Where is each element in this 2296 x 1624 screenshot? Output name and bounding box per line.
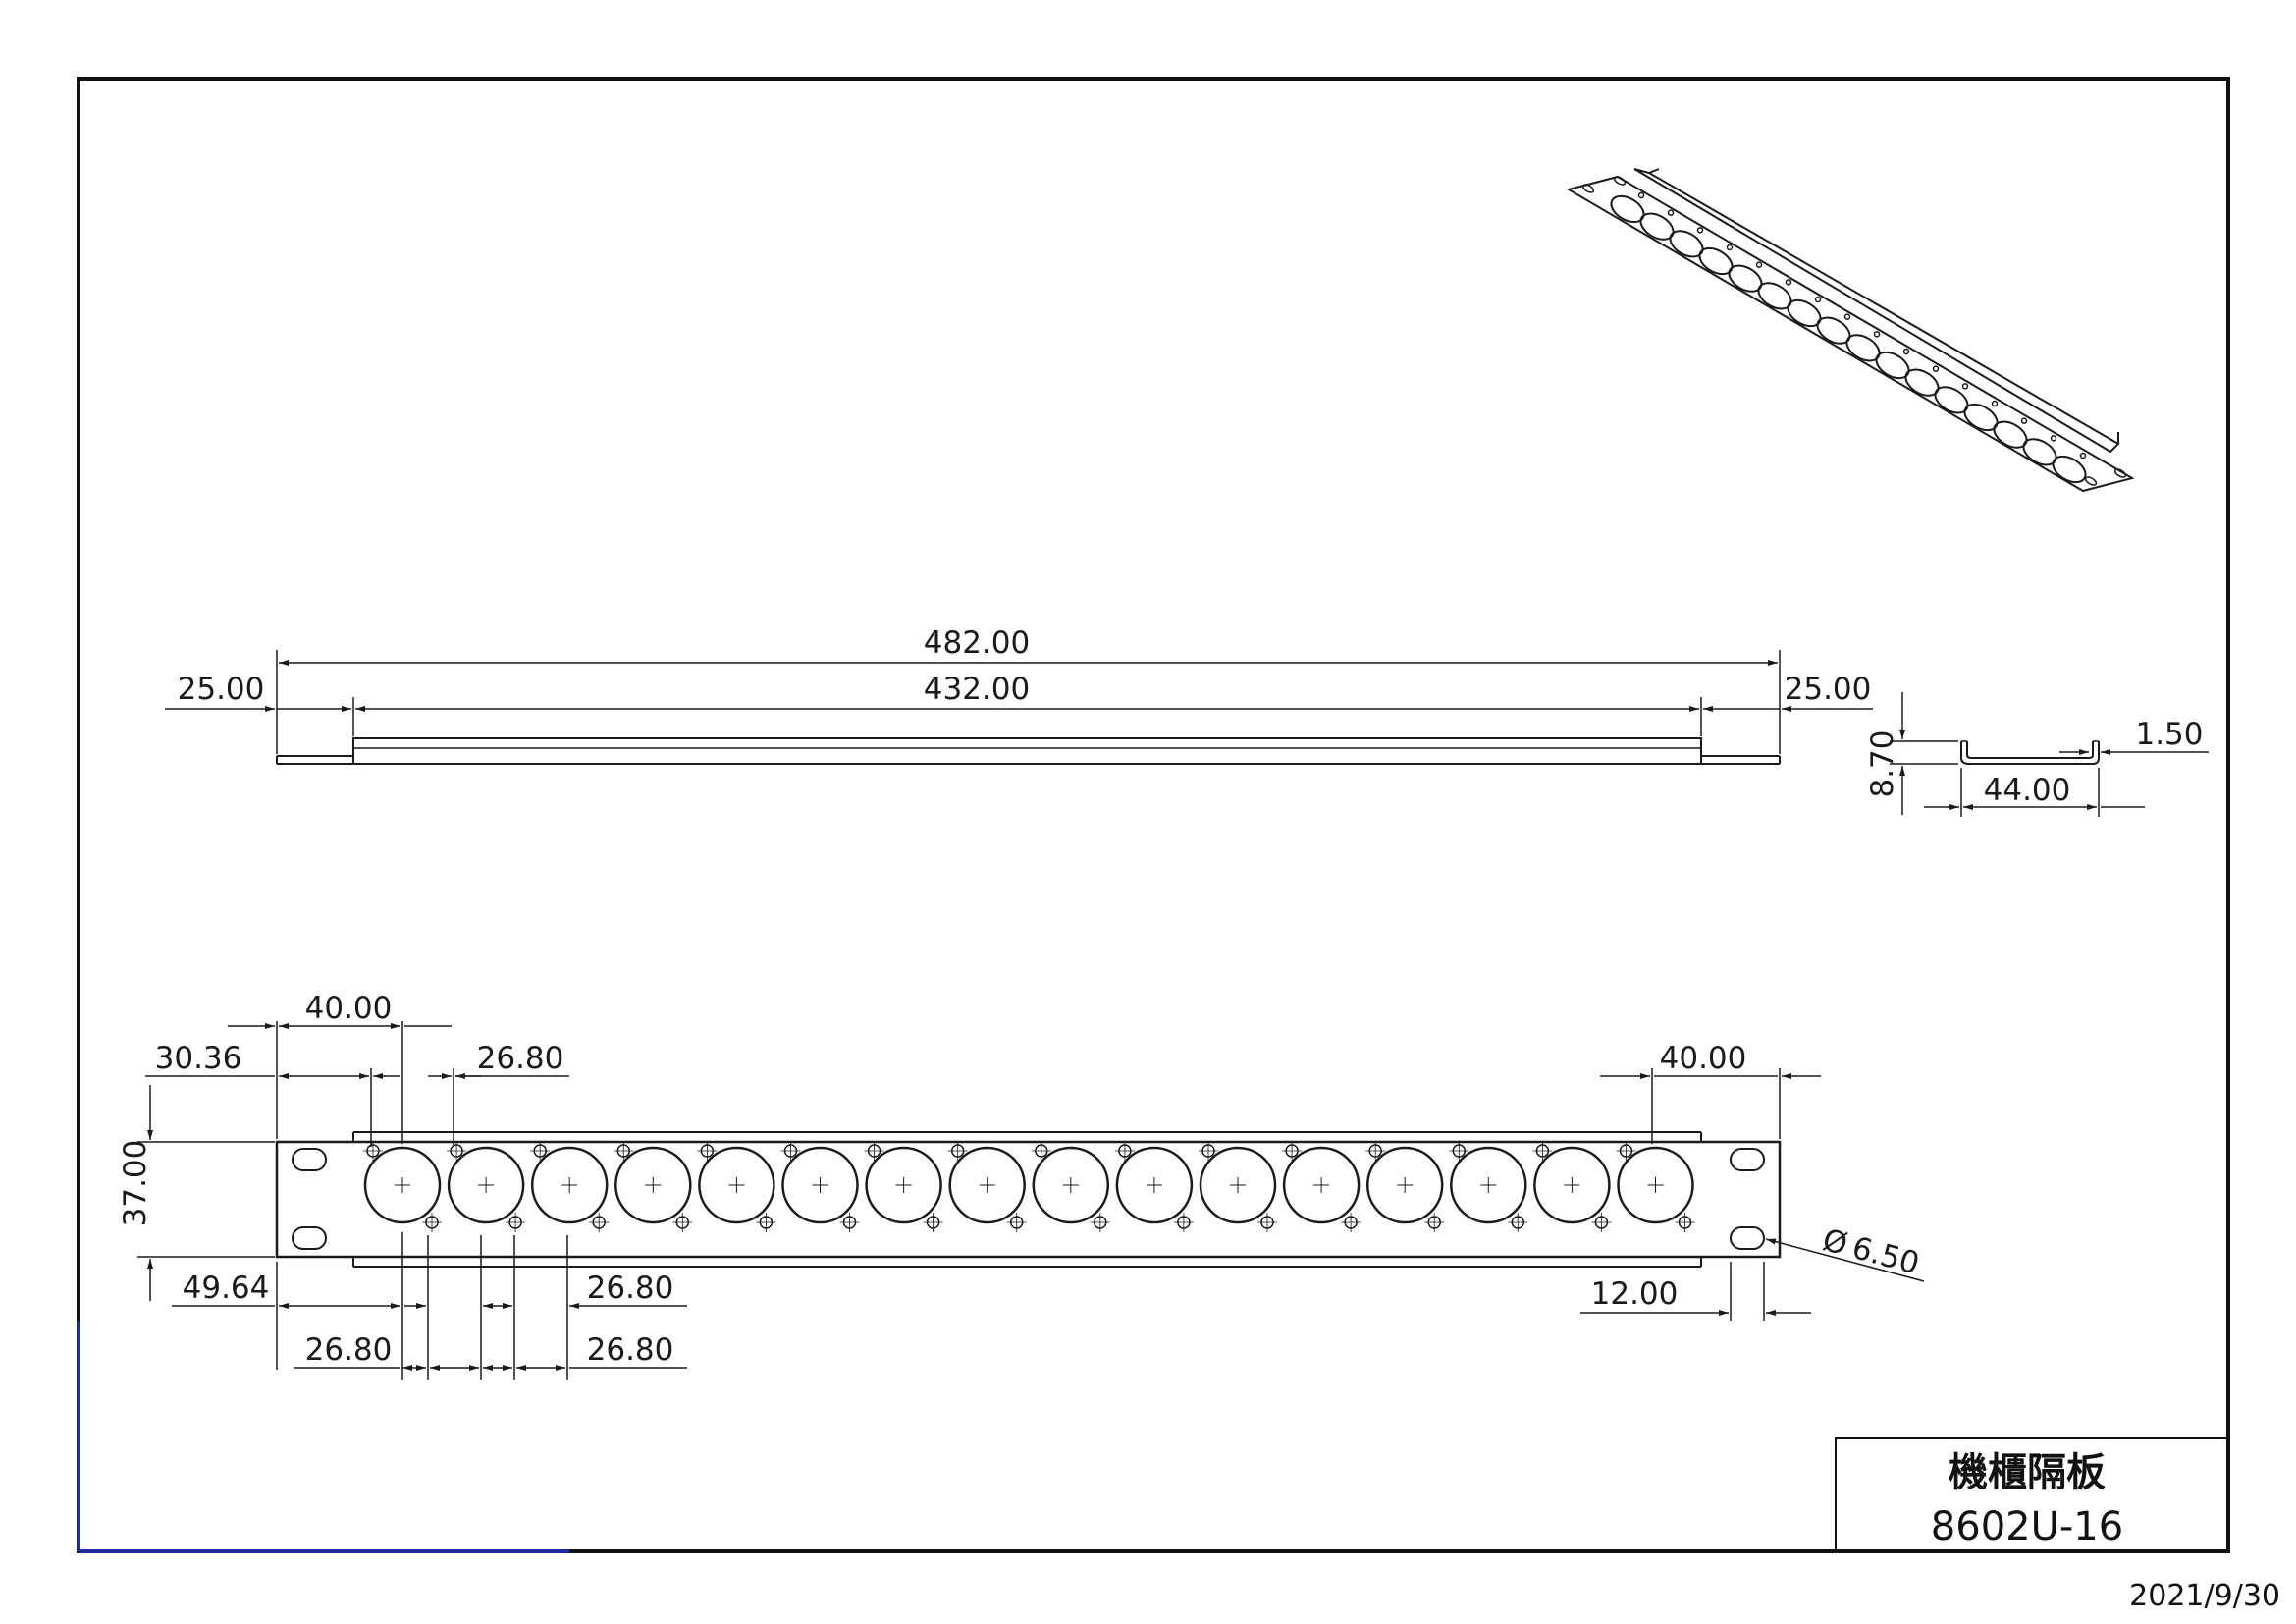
drawing-border xyxy=(77,77,2230,1553)
connector-hole xyxy=(948,1146,1026,1224)
iso-connector-hole xyxy=(1875,351,1910,380)
dim-pitch-top: 26.80 xyxy=(477,1041,564,1076)
iso-screw-hole xyxy=(1932,365,1940,372)
iso-connector-hole xyxy=(1904,368,1940,397)
iso-connector-hole xyxy=(1963,403,1999,432)
slot-left-top xyxy=(292,1148,327,1171)
iso-connector-hole xyxy=(1639,212,1675,241)
iso-screw-hole xyxy=(1902,348,1910,355)
iso-connector-hole xyxy=(1787,298,1822,328)
connector-hole xyxy=(1032,1146,1110,1224)
connector-hole xyxy=(1199,1146,1277,1224)
dim-overall-width: 482.00 xyxy=(924,625,1030,661)
connector-hole xyxy=(1450,1146,1527,1224)
iso-connector-hole xyxy=(1728,264,1763,293)
iso-screw-hole xyxy=(1873,331,1881,338)
dim-side-height: 8.70 xyxy=(1865,730,1900,797)
dim-slot-diameter: 6.50 xyxy=(1848,1230,1923,1282)
iso-screw-hole xyxy=(1755,261,1763,268)
dim-pitch-bottom-b: 26.80 xyxy=(587,1271,674,1306)
connector-hole xyxy=(865,1146,942,1224)
slot-right-top xyxy=(1730,1148,1765,1171)
iso-connector-hole xyxy=(1934,386,1969,414)
dim-inner-width: 432.00 xyxy=(924,672,1030,707)
dim-flange-right: 25.00 xyxy=(1785,672,1872,707)
slot-left-bottom xyxy=(292,1226,327,1250)
iso-screw-hole xyxy=(1843,313,1851,320)
connector-hole xyxy=(698,1146,775,1224)
connector-hole xyxy=(363,1146,442,1224)
drawing-model: 8602U-16 xyxy=(1931,1504,2123,1549)
connector-hole xyxy=(1617,1146,1694,1224)
connector-hole xyxy=(1533,1146,1611,1224)
connector-hole xyxy=(1115,1146,1194,1224)
iso-screw-hole xyxy=(1667,209,1675,216)
iso-screw-hole xyxy=(2079,452,2087,460)
dim-first-offset-top: 40.00 xyxy=(305,991,393,1026)
iso-connector-hole xyxy=(1845,334,1881,362)
title-block: 機櫃隔板 8602U-16 xyxy=(1835,1437,2229,1552)
connector-hole xyxy=(781,1146,859,1224)
iso-screw-hole xyxy=(1696,227,1704,234)
dim-side-thickness: 1.50 xyxy=(2135,717,2203,752)
dim-pitch-bottom-c: 26.80 xyxy=(587,1332,674,1368)
iso-screw-hole xyxy=(1637,191,1645,199)
connector-hole xyxy=(1365,1146,1444,1224)
side-view: 8.70 44.00 1.50 xyxy=(1865,692,2209,817)
iso-slot xyxy=(1613,176,1627,186)
iso-connector-hole xyxy=(1816,316,1851,345)
iso-connector-hole xyxy=(2022,438,2057,466)
iso-connector-hole xyxy=(1757,282,1792,310)
iso-screw-hole xyxy=(1961,383,1969,390)
connector-hole xyxy=(530,1146,609,1224)
iso-screw-hole xyxy=(1991,400,1999,407)
dim-left-margin-top: 30.36 xyxy=(155,1041,242,1076)
dim-left-margin-bottom: 49.64 xyxy=(183,1271,270,1306)
slot-right-bottom xyxy=(1730,1226,1765,1250)
dim-right-offset: 40.00 xyxy=(1660,1041,1747,1076)
iso-screw-hole xyxy=(2050,435,2057,442)
iso-connector-hole xyxy=(1993,420,2028,449)
dim-side-depth: 44.00 xyxy=(1984,773,2071,808)
iso-screw-hole xyxy=(2020,417,2028,424)
iso-slot xyxy=(2113,468,2127,478)
drawing-title: 機櫃隔板 xyxy=(1949,1450,2106,1495)
iso-connector-hole xyxy=(1669,230,1704,258)
dim-slot-diameter-symbol: Ø xyxy=(1819,1222,1851,1263)
dim-flange-left: 25.00 xyxy=(178,672,265,707)
connector-hole xyxy=(614,1146,692,1224)
drawing-date: 2021/9/30 xyxy=(2129,1579,2280,1613)
dim-slot-width: 12.00 xyxy=(1591,1276,1679,1312)
iso-connector-hole xyxy=(1698,246,1734,276)
iso-screw-hole xyxy=(1785,279,1792,286)
top-view: 482.00 432.00 25.00 25.00 xyxy=(165,625,1873,765)
dim-pitch-bottom-a: 26.80 xyxy=(305,1332,393,1368)
iso-connector-hole xyxy=(1610,194,1645,224)
iso-slot xyxy=(1581,184,1595,193)
iso-screw-hole xyxy=(1814,296,1822,303)
connector-hole xyxy=(1282,1146,1361,1224)
connector-hole xyxy=(447,1146,525,1224)
dim-panel-height: 37.00 xyxy=(118,1140,153,1227)
iso-screw-hole xyxy=(1726,244,1734,251)
front-view: 40.00 30.36 26.80 40.00 37.00 xyxy=(118,991,1925,1380)
iso-connector-hole xyxy=(2052,455,2087,484)
isometric-view xyxy=(1566,168,2135,493)
iso-slot xyxy=(2084,476,2098,486)
